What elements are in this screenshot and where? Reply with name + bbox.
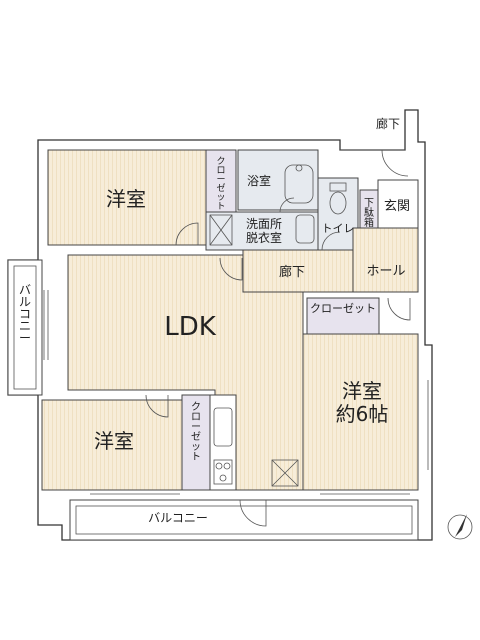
door-swing-balcony [239, 499, 267, 527]
closet-left [181, 394, 211, 491]
label-entrance: 玄関 [384, 199, 410, 214]
burner-c [219, 474, 227, 482]
door-swing-entrance [381, 149, 409, 177]
bathtub-drain [295, 164, 303, 172]
compass-needle [455, 514, 467, 537]
balcony-left-rail [13, 265, 37, 390]
door-swing-right-room [387, 297, 411, 321]
door-swing-top-room [175, 222, 199, 246]
closet-top [205, 149, 237, 213]
stove-icon [213, 459, 233, 485]
label-ldk: LDK [164, 312, 217, 342]
sink-basin [213, 407, 233, 447]
sink-icon [295, 214, 315, 244]
label-closet-right: クローゼット [310, 302, 376, 315]
label-shoe-box: 下駄箱 [364, 198, 374, 229]
burner-a [215, 462, 223, 470]
label-balcony-left: バルコニー [19, 283, 31, 345]
balcony-bottom [69, 499, 419, 541]
toilet-icon [329, 191, 347, 215]
burner-b [223, 462, 231, 470]
hall [352, 227, 419, 293]
corridor-mid [242, 249, 354, 293]
label-bathroom: 浴室 [247, 173, 271, 188]
label-corridor-top: 廊下 [376, 116, 400, 131]
label-washroom: 洗面所脱衣室 [246, 217, 282, 245]
toilet-tank [329, 182, 347, 192]
label-western-room-right: 洋室約6帖 [336, 379, 389, 426]
label-western-room-left: 洋室 [94, 429, 134, 453]
label-balcony-bottom: バルコニー [148, 511, 208, 525]
balcony-bottom-rail [75, 505, 413, 535]
label-closet-left: クローゼット [191, 401, 201, 463]
western-room-right [302, 333, 419, 491]
label-closet-top: クローゼット [216, 156, 225, 212]
door-swing-bath [279, 197, 295, 213]
entrance [377, 179, 419, 229]
compass-icon [447, 514, 473, 540]
washroom [205, 211, 319, 251]
door-swing-ldk [219, 257, 243, 281]
bathroom [237, 149, 319, 211]
washer-cross-b [209, 214, 233, 246]
label-corridor-mid: 廊下 [279, 264, 305, 280]
closet-right [306, 297, 380, 335]
door-swing-toilet [321, 231, 341, 251]
label-western-room-top: 洋室 [106, 187, 146, 211]
fridge-space [271, 459, 299, 487]
label-toilet: トイレ [322, 222, 355, 235]
label-hall: ホール [366, 264, 405, 279]
door-swing-left-room [145, 394, 169, 418]
fridge-cross-b [271, 459, 299, 487]
washer-icon [209, 214, 233, 246]
